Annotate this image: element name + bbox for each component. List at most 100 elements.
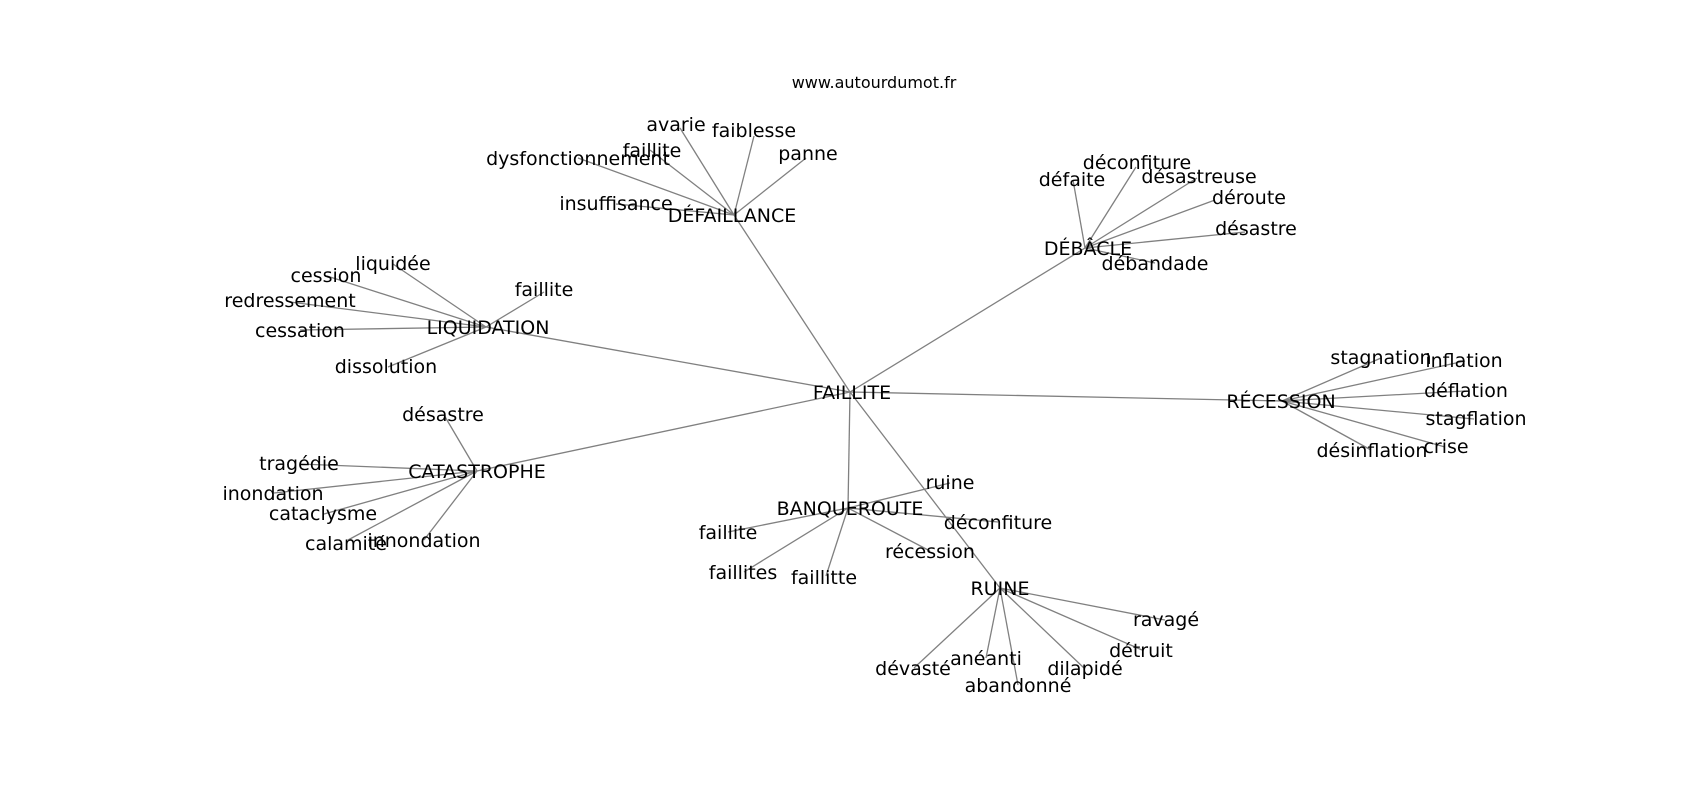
- edge-liquidation-redressement: [289, 301, 487, 328]
- edge-liquidation-faillite: [485, 291, 545, 328]
- node-hub-catastrophe: CATASTROPHE: [408, 461, 546, 483]
- node-word: cataclysme: [269, 503, 377, 525]
- edge-debacle-defaite: [1072, 179, 1086, 249]
- node-word: récession: [885, 541, 975, 563]
- node-word: stagnation: [1330, 347, 1431, 369]
- edge-banqueroute-faillitte: [825, 507, 849, 577]
- edge-center-defaillance: [733, 214, 851, 393]
- node-hub-recession: RÉCESSION: [1226, 390, 1335, 413]
- edge-defaillance-insuffisance: [615, 203, 735, 216]
- edge-banqueroute-deconfiture: [847, 507, 999, 523]
- site-url: www.autourdumot.fr: [792, 73, 957, 92]
- node-word: déroute: [1212, 187, 1286, 209]
- edge-banqueroute-recession: [847, 507, 931, 552]
- edge-defaillance-avarie: [679, 127, 735, 216]
- node-word: ruine: [926, 472, 975, 494]
- node-word: désastre: [402, 404, 484, 426]
- edge-liquidation-dissolution: [387, 326, 487, 368]
- edge-recession-stagflation: [1281, 400, 1475, 420]
- node-word: dilapidé: [1047, 658, 1122, 680]
- edge-liquidation-cession: [326, 275, 487, 328]
- node-word: cession: [291, 265, 362, 287]
- edge-recession-stagnation: [1281, 357, 1382, 402]
- edge-catastrophe-inondation: [273, 470, 478, 494]
- edge-center-debacle: [849, 247, 1086, 393]
- edge-catastrophe-innondation: [423, 470, 478, 541]
- node-word: faillite: [623, 140, 682, 162]
- node-word: anéanti: [950, 648, 1022, 670]
- edge-debacle-deroute: [1084, 199, 1216, 249]
- edge-liquidation-cessation: [299, 326, 487, 331]
- edge-debacle-debandade: [1084, 247, 1156, 264]
- edge-ruine-ravage: [999, 587, 1166, 621]
- node-word: avarie: [646, 114, 705, 136]
- edge-center-ruine: [849, 391, 1001, 589]
- node-word: stagflation: [1425, 408, 1526, 430]
- node-word: dévasté: [875, 658, 951, 680]
- edge-ruine-dilapide: [999, 587, 1085, 669]
- node-word: faillites: [709, 562, 778, 584]
- node-word: inondation: [222, 483, 323, 505]
- edge-catastrophe-tragedie: [299, 463, 478, 472]
- edge-debacle-desastre: [1084, 231, 1246, 249]
- node-word: abandonné: [965, 675, 1072, 697]
- node-word: insuffisance: [559, 193, 672, 215]
- node-word: calamité: [305, 533, 387, 555]
- edge-recession-desinflation: [1281, 400, 1372, 451]
- node-word: désastreuse: [1141, 166, 1256, 188]
- node-word: inflation: [1425, 350, 1502, 372]
- node-word: crise: [1423, 436, 1468, 458]
- node-word: défaite: [1039, 169, 1106, 191]
- node-word: cessation: [255, 320, 345, 342]
- edge-catastrophe-desastre: [443, 414, 478, 472]
- node-hub-debacle: DÉBÂCLE: [1044, 237, 1132, 260]
- node-word: faillite: [699, 522, 758, 544]
- edge-banqueroute-ruine: [847, 482, 951, 509]
- node-word: dissolution: [335, 356, 437, 378]
- edge-defaillance-dysfonctionnement: [577, 157, 735, 216]
- edge-ruine-abandonne: [999, 587, 1019, 686]
- node-word: redressement: [224, 290, 355, 312]
- edge-defaillance-panne: [733, 157, 807, 216]
- edge-defaillance-faillite: [649, 149, 735, 216]
- node-hub-liquidation: LIQUIDATION: [427, 317, 550, 339]
- node-word: déflation: [1424, 380, 1508, 402]
- edge-debacle-desastreuse: [1084, 177, 1198, 249]
- node-word: faillitte: [791, 567, 857, 589]
- node-word: faillite: [515, 279, 574, 301]
- edge-center-catastrophe: [476, 391, 851, 472]
- node-word: faiblesse: [712, 120, 796, 142]
- node-word: ravagé: [1133, 609, 1199, 631]
- edge-catastrophe-calamite: [347, 470, 478, 541]
- edge-ruine-detruit: [999, 587, 1143, 651]
- edge-banqueroute-faillites: [743, 507, 849, 573]
- node-hub-banqueroute: BANQUEROUTE: [777, 498, 924, 520]
- node-word: désastre: [1215, 218, 1297, 240]
- edge-recession-crise: [1281, 400, 1446, 448]
- edge-banqueroute-faillite: [727, 507, 849, 533]
- edge-ruine-aneanti: [985, 587, 1001, 659]
- node-word: déconfiture: [1083, 152, 1191, 174]
- node-word: liquidée: [355, 253, 430, 275]
- edge-recession-inflation: [1281, 360, 1466, 402]
- node-word: détruit: [1109, 640, 1173, 662]
- node-word: dysfonctionnement: [486, 148, 670, 170]
- node-word: déconfiture: [944, 512, 1052, 534]
- edge-debacle-deconfiture: [1084, 166, 1137, 249]
- edge-center-recession: [849, 391, 1283, 402]
- node-hub-defaillance: DÉFAILLANCE: [668, 204, 797, 227]
- node-word: innondation: [367, 530, 480, 552]
- edge-catastrophe-cataclysme: [323, 470, 478, 515]
- edge-liquidation-liquidee: [392, 263, 487, 328]
- node-center: FAILLITE: [813, 382, 891, 404]
- node-word: tragédie: [259, 453, 339, 475]
- node-hub-ruine: RUINE: [971, 578, 1030, 600]
- edge-center-banqueroute: [847, 391, 851, 509]
- edge-recession-deflation: [1281, 390, 1466, 402]
- edge-ruine-devaste: [913, 587, 1001, 669]
- edge-defaillance-faiblesse: [733, 135, 755, 216]
- node-word: désinflation: [1317, 440, 1428, 462]
- node-word: débandade: [1102, 253, 1209, 275]
- node-word: panne: [778, 143, 837, 165]
